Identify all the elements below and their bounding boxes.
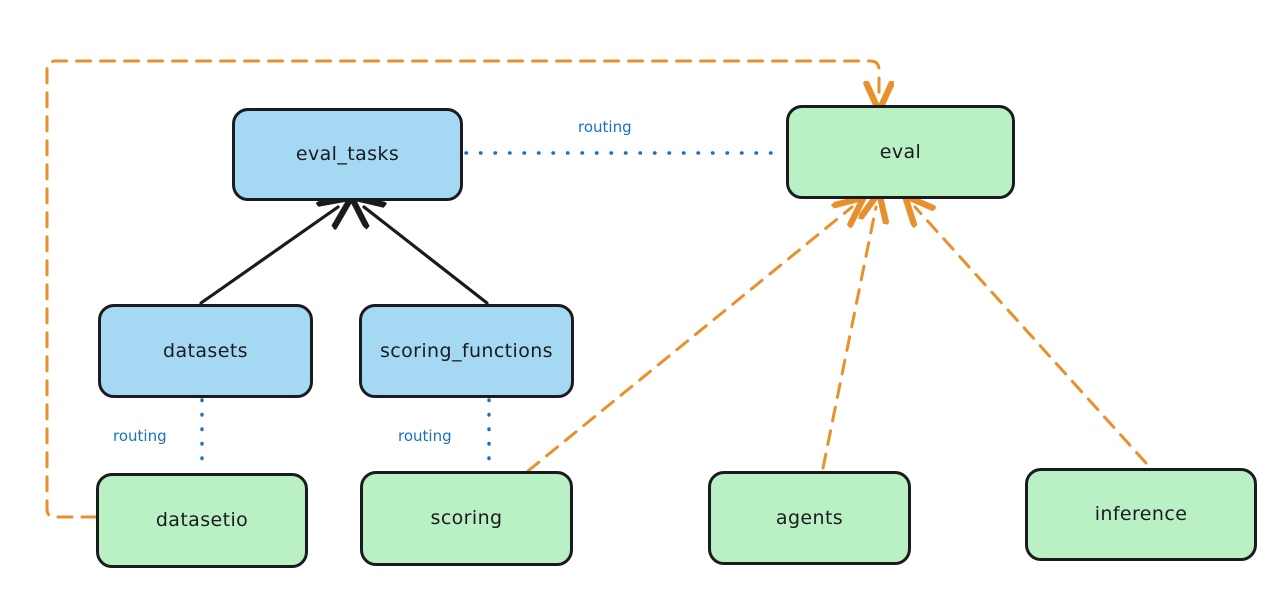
node-label: eval xyxy=(879,140,922,163)
node-label: agents xyxy=(775,506,844,529)
node-label: scoring_functions xyxy=(380,339,553,362)
node-inference[interactable]: inference xyxy=(1025,468,1257,561)
edge-scoring-to-eval xyxy=(526,207,852,473)
node-label: datasetio xyxy=(155,509,249,532)
edge-agents-to-eval xyxy=(821,207,876,470)
edge-inference-to-eval xyxy=(915,207,1148,465)
node-label: inference xyxy=(1094,503,1188,526)
node-scoring-functions[interactable]: scoring_functions xyxy=(359,304,574,398)
edge-label-routing-scoring-functions: routing xyxy=(398,427,452,445)
node-label: eval_tasks xyxy=(295,143,400,166)
node-eval-tasks[interactable]: eval_tasks xyxy=(232,108,463,201)
node-label: datasets xyxy=(163,339,248,362)
edge-label-routing-datasets: routing xyxy=(113,427,167,445)
node-eval[interactable]: eval xyxy=(786,105,1015,199)
node-label: scoring xyxy=(430,507,503,530)
node-agents[interactable]: agents xyxy=(708,471,911,565)
node-datasetio[interactable]: datasetio xyxy=(96,473,308,568)
edge-label-routing-eval-tasks: routing xyxy=(578,118,632,136)
node-scoring[interactable]: scoring xyxy=(360,471,573,566)
node-datasets[interactable]: datasets xyxy=(98,304,313,398)
edge-datasetio-to-eval xyxy=(45,59,879,519)
edge-scoring-functions-to-eval-tasks xyxy=(364,207,489,305)
edge-datasets-to-eval-tasks xyxy=(199,207,338,305)
